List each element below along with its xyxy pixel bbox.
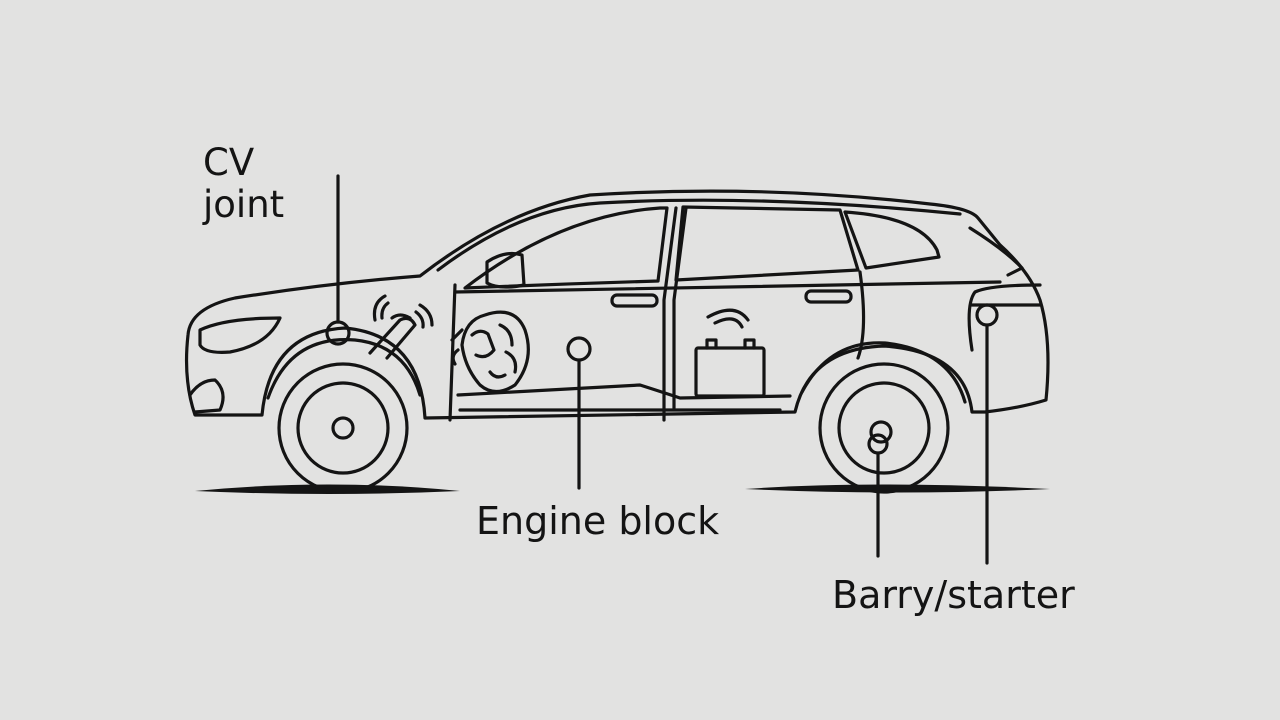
battery-starter-label: Barry/starter [832,573,1075,617]
engine-block-leader [566,336,592,490]
battery-starter-leader-rear [975,303,999,565]
cv-joint-label-line1: CV [203,141,255,184]
engine-icon [450,310,530,394]
engine-block-label: Engine block [476,499,720,543]
battery-icon [694,308,766,398]
cv-joint-label: CV joint [203,142,313,226]
rear-wheel [818,362,950,494]
front-wheel [277,362,409,494]
cv-joint-label-line2: joint [203,183,285,226]
cv-joint-icon [368,294,434,360]
battery-starter-leader-wheel [867,433,889,558]
cv-joint-leader [325,174,351,346]
car-outline [184,189,1050,422]
